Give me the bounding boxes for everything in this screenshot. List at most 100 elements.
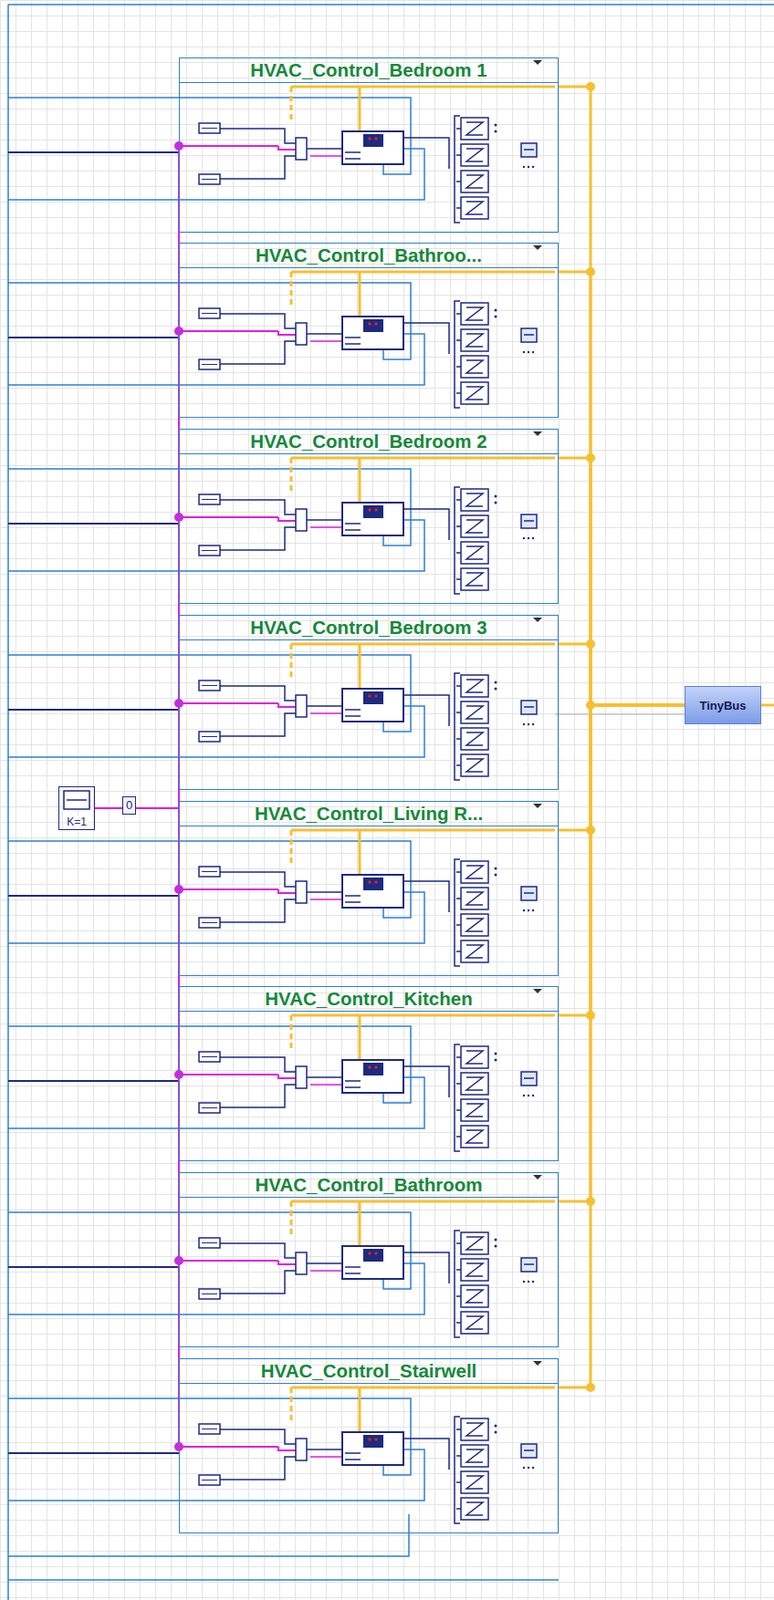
delay-block [460,197,489,220]
input-block [201,127,218,129]
input-block [198,680,220,691]
connector-line [94,517,179,809]
controller-icon [345,157,361,160]
connector [94,808,184,1453]
delay-symbol [466,1476,483,1490]
input-block [201,1108,218,1109]
signal-wire [219,1271,296,1295]
connector [94,808,184,895]
signal-wire [219,500,296,515]
connector-line [94,703,179,809]
input-block [198,1424,220,1435]
controller-icon [345,522,361,525]
ellipsis-dot [522,723,525,726]
group-title: HVAC_Control_Bathroom [179,1173,558,1199]
separator-dot [494,1059,498,1063]
signal-wire [456,525,461,528]
input-block [198,174,220,185]
bus-wire [291,643,555,647]
signal-wire [456,1482,461,1485]
signal-wire [456,1056,461,1059]
bus-wire [358,644,362,690]
bus-wire [290,1015,293,1053]
constant-block: K=1 [58,786,95,831]
signal-wire [219,527,296,551]
signal-wire [219,899,296,923]
signal-wire [456,738,461,741]
status-dot [367,1066,372,1070]
input-block [198,1103,220,1114]
port-marker [533,60,543,65]
group-title: HVAC_Control_Kitchen [179,987,558,1013]
ellipsis-dot [527,1095,530,1098]
controller-icon [345,715,361,718]
signal-wire [456,366,461,368]
signal-wire [456,764,461,767]
separator-dot [494,502,498,505]
signal-wire [8,522,179,525]
function-group: HVAC_Control_Bedroom 2 [178,428,559,605]
connector [558,705,685,1393]
controller-block [342,502,404,536]
input-block [198,1052,220,1063]
constant-icon [63,791,90,810]
controller-block [342,689,404,722]
signal-wire [456,1243,461,1245]
delay-block [460,1073,489,1096]
input-block [201,550,218,552]
connector-line [558,705,685,1203]
enable-wire [310,155,343,157]
signal-wire [456,711,461,714]
separator-dot [494,1053,498,1057]
connector-line [558,86,685,706]
connector [558,82,685,706]
separator-dot [494,868,498,871]
controller-block [342,1060,404,1094]
bracket [454,301,461,408]
constant-icon [66,799,87,802]
delay-block [460,728,489,751]
connector-line [558,705,685,1016]
separator-dot [494,1425,498,1429]
ellipsis-dot [527,351,530,354]
bracket [454,115,461,223]
delay-symbol [466,387,483,400]
ellipsis-dot [527,537,530,540]
connector-line [558,458,685,706]
separator-dot [494,130,498,134]
controller-icon [363,1435,384,1449]
enable-wire [178,1446,279,1449]
enable-wire [278,1447,296,1452]
enable-wire [178,889,279,891]
input-block [198,545,220,556]
delay-block [460,117,489,140]
bus-wire [290,644,293,681]
signal-wire [403,137,450,169]
connector-line [94,808,179,890]
connector [558,639,685,706]
bus-wire [358,1015,362,1061]
function-group: HVAC_Control_Bedroom 3 [178,615,559,791]
delay-symbol [466,1051,483,1065]
signal-wire [456,313,461,315]
ellipsis-dot [527,1281,530,1284]
separator-dot [494,1432,498,1435]
function-group: HVAC_Control_Living R... [178,801,559,977]
bus-wire [290,830,293,868]
ellipsis-dot [522,1281,525,1284]
signal-wire [306,519,343,522]
bus-wire [358,1202,362,1247]
output-icon [521,1444,537,1459]
status-dot [367,136,372,141]
connector-line [558,705,685,831]
status-dot [374,1438,378,1443]
signal-wire [8,655,411,733]
frame-line [7,4,10,1600]
port-marker [533,1361,543,1367]
input-block [201,499,218,501]
signal-wire [219,1430,296,1445]
output-icon [521,1072,537,1087]
bus-wire [761,704,774,708]
delay-block [460,1498,489,1521]
